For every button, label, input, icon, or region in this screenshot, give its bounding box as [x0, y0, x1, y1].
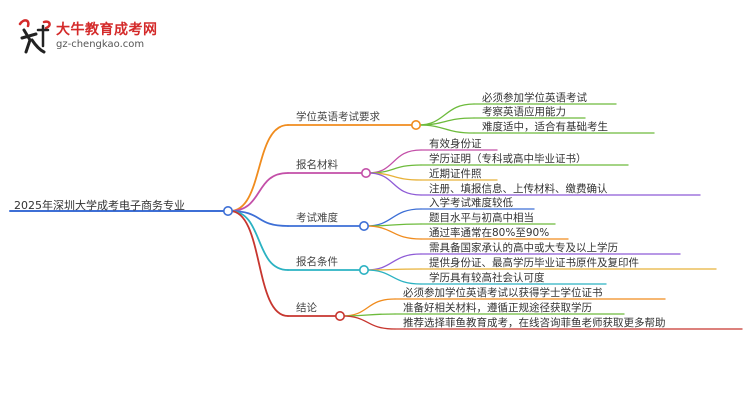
root-collapse-toggle[interactable]	[223, 206, 234, 217]
logo-url: gz-chengkao.com	[56, 39, 145, 50]
leaf-node[interactable]: 难度适中，适合有基础考生	[482, 121, 608, 133]
branch-node[interactable]: 学位英语考试要求	[296, 111, 380, 123]
branch-connector	[229, 210, 289, 227]
leaf-node[interactable]: 提供身份证、最高学历毕业证书原件及复印件	[429, 257, 639, 269]
leaf-node[interactable]: 入学考试难度较低	[429, 197, 513, 209]
branch-collapse-toggle[interactable]	[358, 221, 369, 232]
leaf-node[interactable]: 需具备国家承认的高中或大专及以上学历	[429, 242, 618, 254]
branch-node[interactable]: 报名条件	[296, 256, 338, 268]
root-node[interactable]: 2025年深圳大学成考电子商务专业	[14, 199, 185, 212]
logo-title: 大牛教育成考网	[56, 22, 158, 38]
branch-connector	[229, 172, 289, 212]
branch-collapse-toggle[interactable]	[410, 120, 421, 131]
branch-node[interactable]: 结论	[296, 302, 317, 314]
leaf-node[interactable]: 必须参加学位英语考试	[482, 92, 587, 104]
leaf-node[interactable]: 注册、填报信息、上传材料、缴费确认	[429, 183, 608, 195]
branch-collapse-toggle[interactable]	[360, 168, 371, 179]
branch-collapse-toggle[interactable]	[358, 264, 369, 275]
leaf-connector	[367, 172, 422, 196]
branch-connector	[229, 210, 289, 271]
leaf-node[interactable]: 学历证明（专科或高中毕业证书）	[429, 153, 587, 165]
leaf-node[interactable]: 考察英语应用能力	[482, 106, 566, 118]
leaf-connector	[367, 149, 422, 174]
leaf-node[interactable]: 近期证件照	[429, 168, 482, 180]
leaf-connector	[365, 269, 422, 285]
leaf-node[interactable]: 通过率通常在80%至90%	[429, 227, 550, 239]
branch-connector	[229, 124, 289, 212]
leaf-connector	[365, 253, 422, 271]
leaf-node[interactable]: 推荐选择菲鱼教育成考，在线咨询菲鱼老师获取更多帮助	[403, 317, 666, 329]
bull-logo-icon	[18, 19, 51, 54]
site-logo[interactable]: 大牛教育成考网 gz-chengkao.com	[14, 14, 174, 58]
leaf-connector	[365, 225, 422, 240]
leaf-node[interactable]: 学历具有较高社会认可度	[429, 272, 545, 284]
leaf-node[interactable]: 题目水平与初高中相当	[429, 212, 534, 224]
leaf-node[interactable]: 准备好相关材料，遵循正规途径获取学历	[403, 302, 592, 314]
leaf-node[interactable]: 必须参加学位英语考试以获得学士学位证书	[403, 287, 603, 299]
branch-node[interactable]: 报名材料	[296, 159, 338, 171]
leaf-connector	[341, 315, 396, 330]
branch-connector	[229, 210, 289, 317]
leaf-node[interactable]: 有效身份证	[429, 138, 482, 150]
branch-node[interactable]: 考试难度	[296, 212, 338, 224]
leaf-connector	[417, 124, 475, 134]
branch-collapse-toggle[interactable]	[334, 310, 345, 321]
